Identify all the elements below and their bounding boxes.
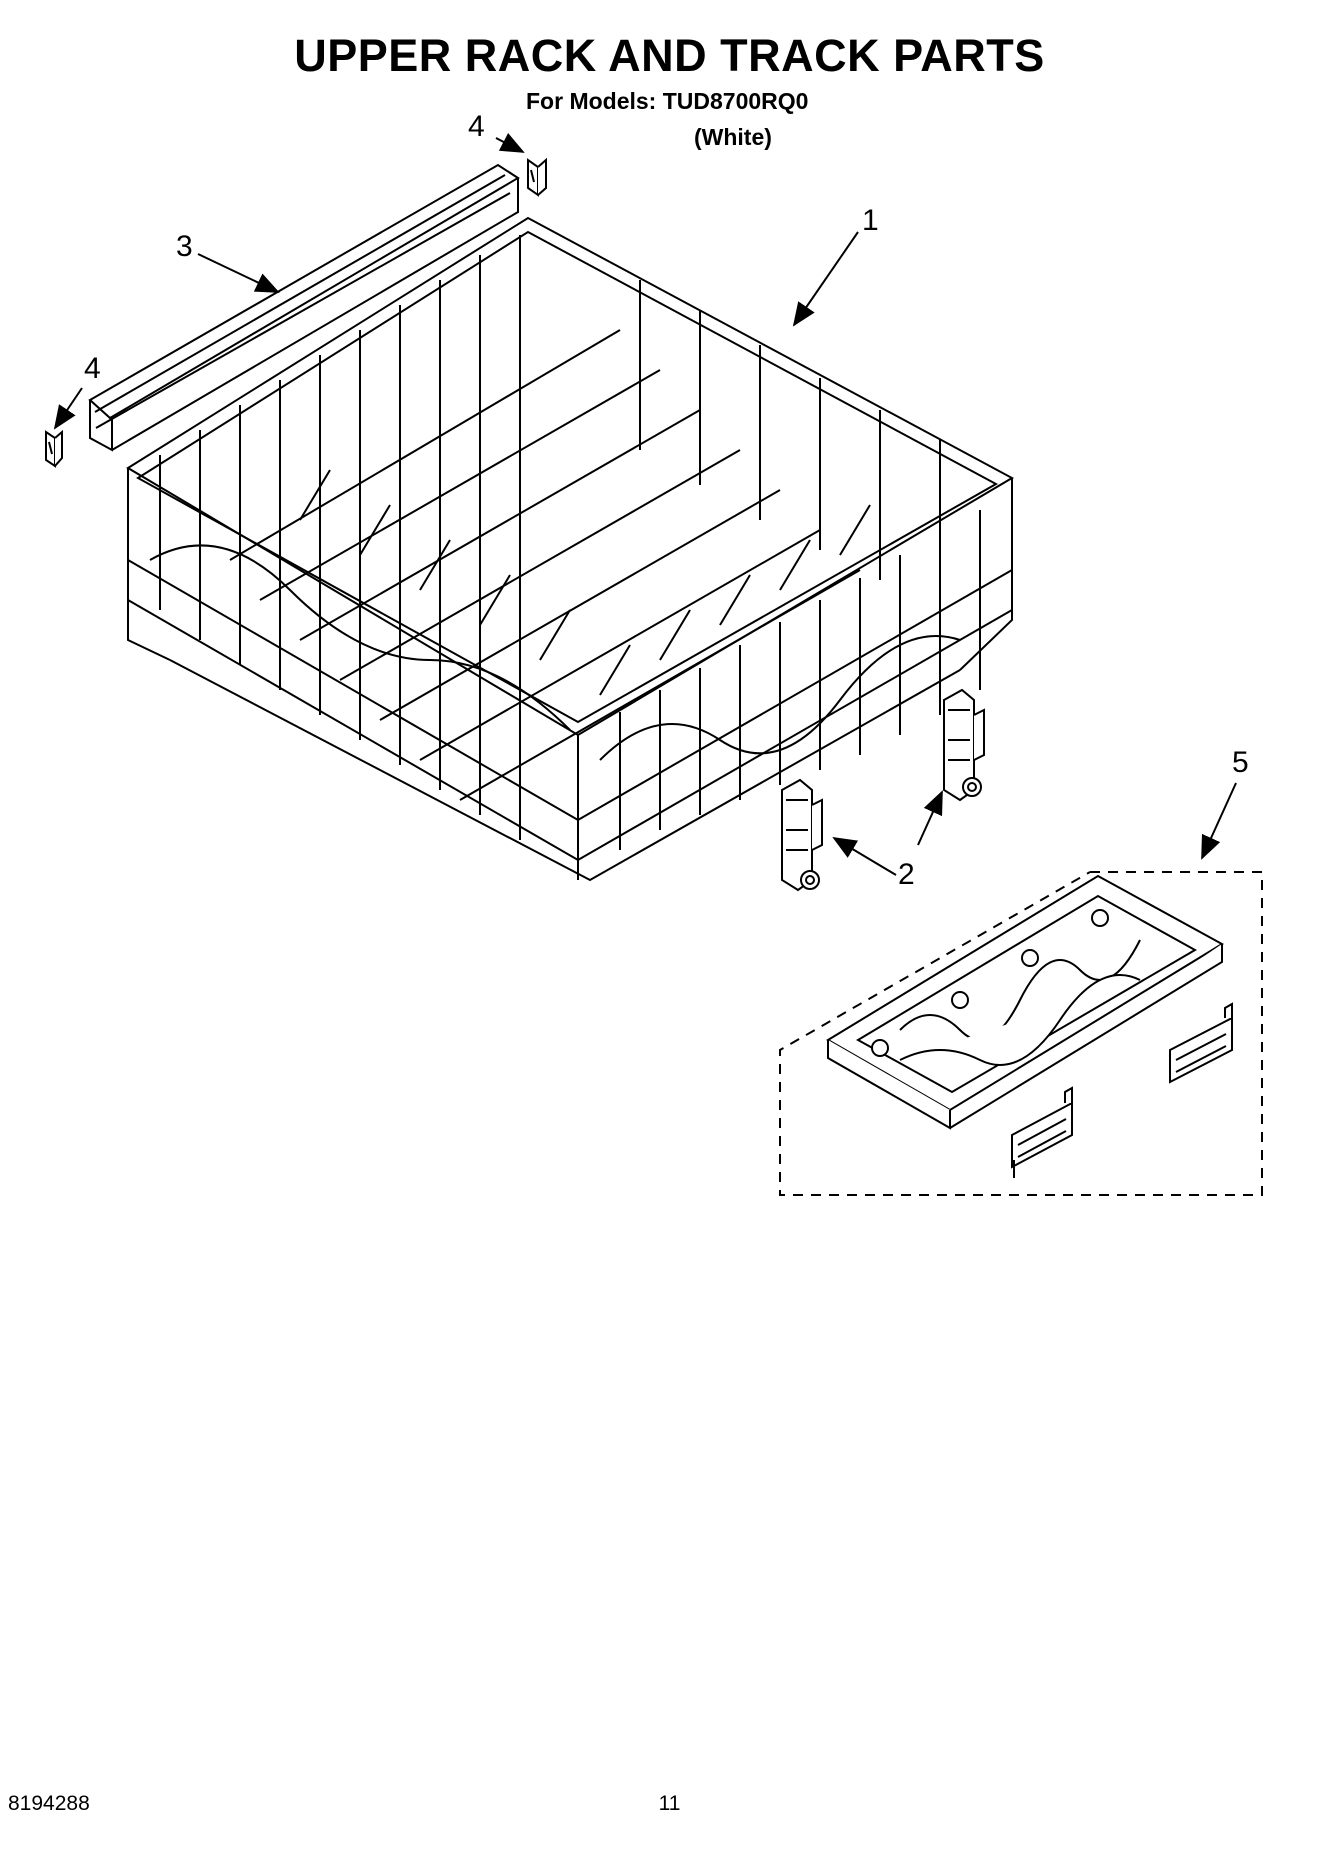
document-number: 8194288 xyxy=(8,1792,90,1815)
callout-leaders xyxy=(53,132,1237,876)
track-stop-top xyxy=(527,157,547,197)
callout-1: 1 xyxy=(862,204,879,237)
utensil-tray xyxy=(826,874,1224,1130)
tray-clip-left xyxy=(1011,1086,1073,1178)
page-title: UPPER RACK AND TRACK PARTS xyxy=(294,30,1045,81)
callout-3: 3 xyxy=(176,230,193,263)
track-stop-left xyxy=(45,429,63,468)
model-line: For Models: TUD8700RQ0 xyxy=(526,88,809,114)
page-number: 11 xyxy=(658,1792,681,1815)
tray-clip-right xyxy=(1169,1002,1233,1084)
track-rail xyxy=(88,163,520,452)
callout-5: 5 xyxy=(1232,746,1249,779)
rack-adjuster-left xyxy=(781,778,823,892)
callout-4-top: 4 xyxy=(468,110,485,143)
rack-adjuster-right xyxy=(943,688,985,802)
callout-4-left: 4 xyxy=(84,352,101,385)
color-line: (White) xyxy=(694,124,772,150)
upper-rack xyxy=(126,216,1015,882)
callout-2: 2 xyxy=(898,858,915,891)
